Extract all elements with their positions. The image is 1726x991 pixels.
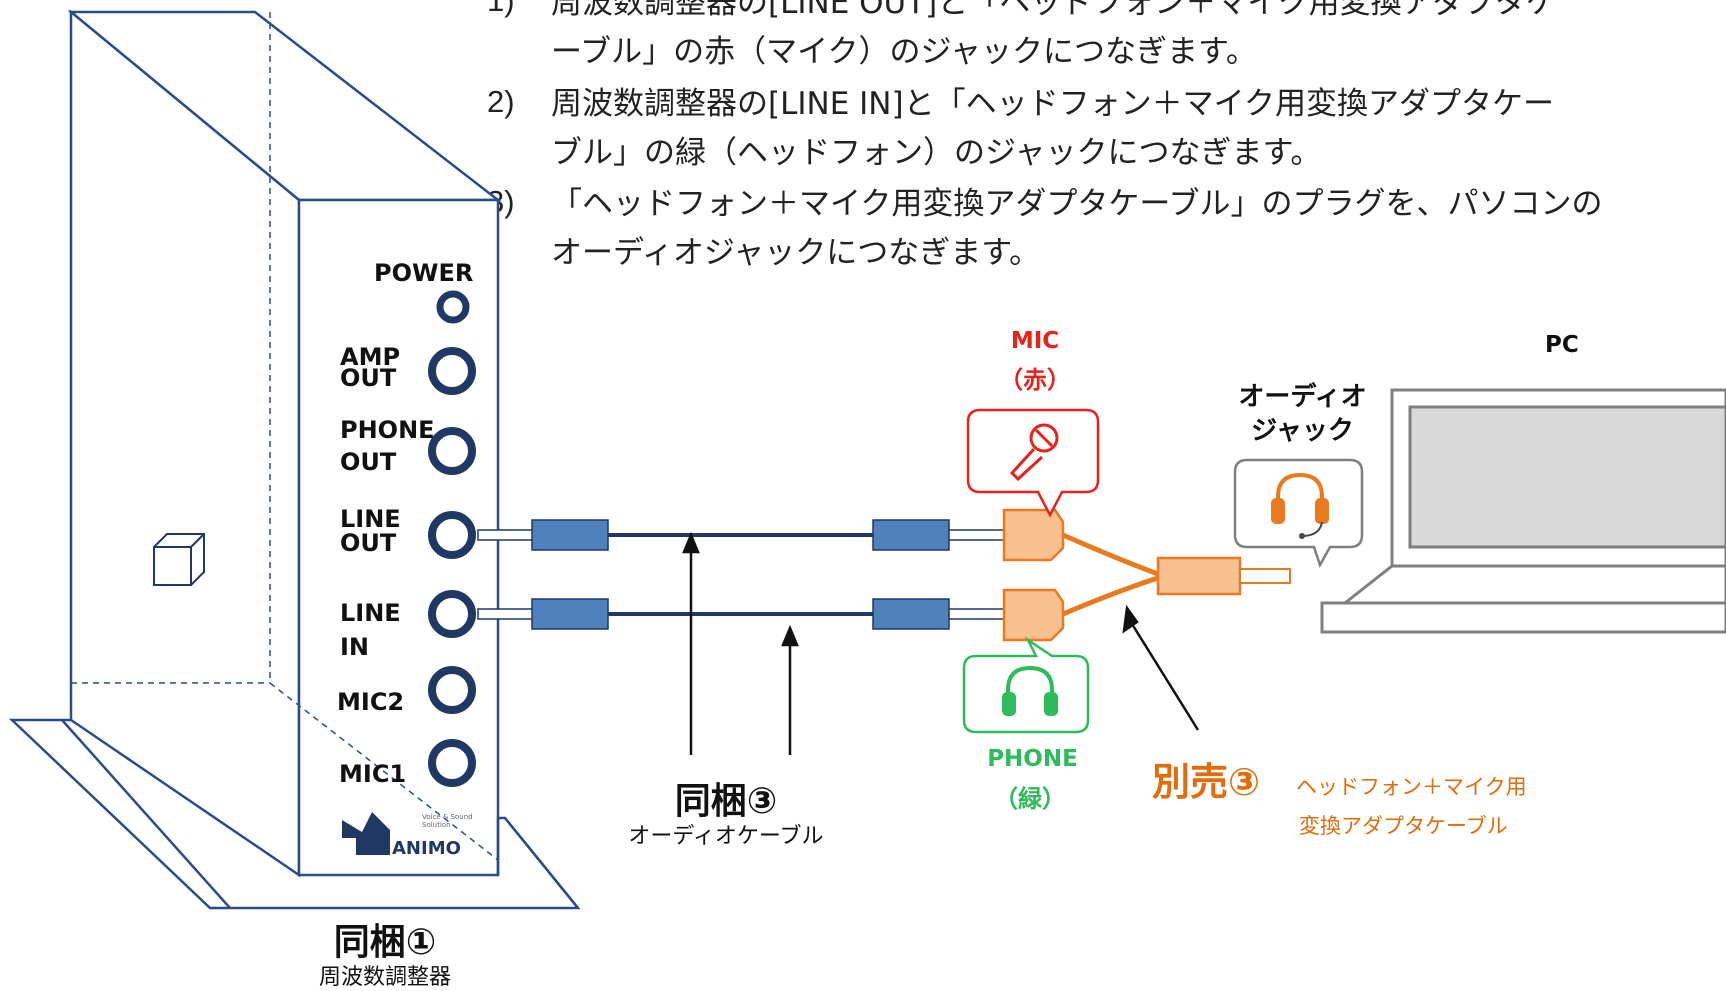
- label-amp-out-line-2: OUT: [340, 364, 397, 392]
- label-line-in: LINE IN: [340, 598, 401, 662]
- step-1-number: 1): [487, 0, 515, 18]
- label-phone-out: PHONE OUT: [340, 415, 435, 477]
- microphone-icon: [1009, 423, 1059, 482]
- label-power: POWER: [374, 259, 474, 287]
- amp-out-jack: [428, 347, 476, 395]
- logo-tagline-line-2: Solution: [422, 821, 451, 829]
- label-amp-out-line-1: AMP: [340, 343, 401, 371]
- label-line-in-line-1: LINE: [340, 599, 401, 627]
- audio-cable-top: [477, 519, 1005, 551]
- adapter-caption-sub-line-1: ヘッドフォン＋マイク用: [1296, 775, 1527, 799]
- label-mic2: MIC2: [337, 688, 405, 716]
- device-caption-title: 同梱①: [333, 922, 437, 963]
- headphone-mic-adapter: [1002, 508, 1291, 642]
- audio-jack-label: オーディオ ジャック: [1215, 380, 1390, 448]
- step-1-line-1: 周波数調整器の[LINE OUT]と「ヘッドフォン＋マイク用変換アダプタケ: [551, 0, 1557, 21]
- step-2-line-2: ブル」の緑（ヘッドフォン）のジャックにつなぎます。: [551, 135, 1322, 171]
- line-out-jack: [428, 511, 476, 559]
- label-line-in-line-2: IN: [340, 633, 370, 661]
- step-2-line-1: 周波数調整器の[LINE IN]と「ヘッドフォン＋マイク用変換アダプタケー: [551, 86, 1554, 122]
- mic-label: MIC: [1010, 328, 1060, 354]
- label-line-out-line-1: LINE: [340, 505, 401, 533]
- mic2-jack: [428, 666, 476, 714]
- logo-brand: ANIMO: [392, 838, 461, 859]
- logo-tagline: Voice & Sound Solution: [422, 813, 473, 829]
- cable-pointer-arrows: [682, 531, 799, 755]
- step-2-text: 周波数調整器の[LINE IN]と「ヘッドフォン＋マイク用変換アダプタケー ブル…: [551, 80, 1554, 178]
- mic-color-label: （赤）: [999, 366, 1071, 394]
- device-caption-sub: 周波数調整器: [318, 965, 451, 990]
- audio-jack-callout: [1233, 458, 1364, 569]
- laptop-pc: [1320, 388, 1726, 634]
- adapter-pointer-arrow: [1122, 604, 1200, 731]
- phone-color-label: （緑）: [994, 785, 1066, 813]
- label-line-out: LINE OUT: [340, 504, 401, 558]
- step-1-text: 周波数調整器の[LINE OUT]と「ヘッドフォン＋マイク用変換アダプタケ ーブ…: [551, 0, 1557, 77]
- frequency-adjuster-device: [8, 9, 581, 910]
- label-phone-out-line-1: PHONE: [340, 416, 435, 444]
- step-3-line-2: オーディオジャックにつなぎます。: [551, 235, 1041, 271]
- adapter-caption-sub-line-2: 変換アダプタケーブル: [1299, 814, 1508, 838]
- label-mic1: MIC1: [339, 760, 407, 788]
- audio-jack-label-line-1: オーディオ: [1238, 382, 1367, 412]
- cube-icon: [153, 533, 205, 586]
- phone-out-jack: [428, 427, 476, 475]
- phone-label: PHONE: [987, 746, 1078, 772]
- line-in-jack: [428, 590, 476, 638]
- logo-tagline-line-1: Voice & Sound: [422, 813, 473, 821]
- animo-logo-icon: [342, 812, 390, 855]
- label-amp-out: AMP OUT: [340, 342, 400, 393]
- pc-label: PC: [1545, 332, 1579, 358]
- power-led: [436, 290, 470, 324]
- adapter-caption-title: 別売③: [1152, 760, 1261, 804]
- headphones-icon: [1002, 665, 1058, 716]
- step-1-line-2: ーブル」の赤（マイク）のジャックにつなぎます。: [551, 34, 1257, 70]
- step-2-number: 2): [487, 84, 515, 119]
- step-3-line-1: 「ヘッドフォン＋マイク用変換アダプタケーブル」のプラグを、パソコンの: [551, 186, 1603, 222]
- label-phone-out-line-2: OUT: [340, 448, 397, 476]
- cable-caption-title: 同梱③: [674, 781, 778, 822]
- adapter-caption-sub: ヘッドフォン＋マイク用 変換アダプタケーブル: [1296, 768, 1527, 846]
- cable-caption-sub: オーディオケーブル: [628, 824, 824, 849]
- mic1-jack: [428, 739, 476, 787]
- audio-cable-bottom: [477, 598, 1005, 630]
- step-3-text: 「ヘッドフォン＋マイク用変換アダプタケーブル」のプラグを、パソコンの オーディオ…: [551, 180, 1603, 278]
- label-line-out-line-2: OUT: [340, 529, 397, 557]
- phone-callout: [962, 636, 1090, 734]
- port-jacks: [428, 290, 476, 787]
- headphones-icon: [1271, 472, 1329, 539]
- audio-jack-label-line-2: ジャック: [1251, 416, 1354, 446]
- mic-callout: [966, 408, 1100, 518]
